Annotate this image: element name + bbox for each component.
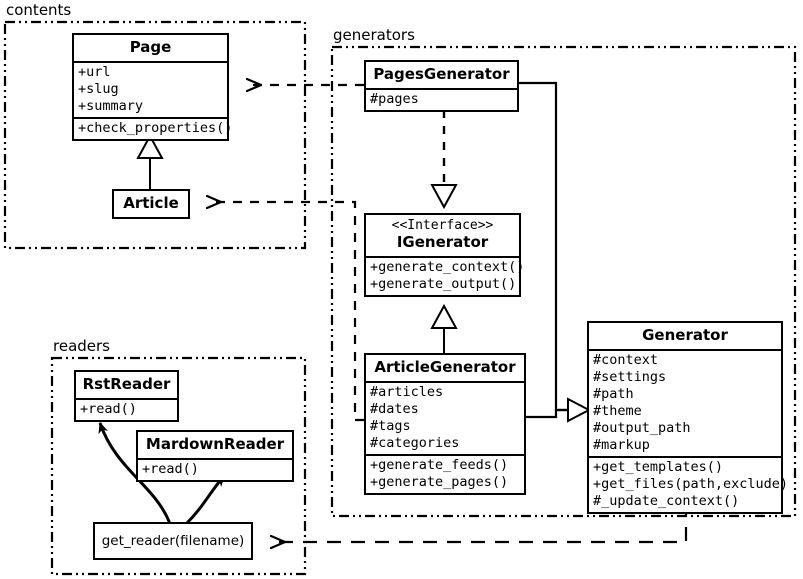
operation-row: +check_properties() bbox=[78, 120, 233, 137]
class-attributes-article-generator: #articles #dates #tags #categories bbox=[366, 381, 524, 454]
package-label-contents: contents bbox=[4, 1, 74, 19]
attribute-row: #context bbox=[593, 352, 659, 369]
generalization-articlegenerator-to-igenerator bbox=[430, 303, 458, 353]
class-stereotype-igenerator: <<Interface>> bbox=[391, 218, 494, 233]
class-name-article-generator: ArticleGenerator bbox=[374, 358, 516, 376]
class-attributes-generator: #context #settings #path #theme #output_… bbox=[589, 349, 781, 456]
class-box-article[interactable]: Article bbox=[112, 189, 190, 220]
attribute-row: #articles bbox=[370, 384, 444, 401]
operation-row: +read() bbox=[80, 401, 137, 418]
class-operations-rst-reader: +read() bbox=[76, 398, 177, 420]
attribute-row: #tags bbox=[370, 418, 411, 435]
class-box-generator[interactable]: Generator #context #settings #path #them… bbox=[587, 321, 789, 515]
function-box-get-reader[interactable]: get_reader(filename) bbox=[93, 522, 253, 560]
class-operations-page: +check_properties() bbox=[74, 117, 233, 139]
attribute-row: +url bbox=[78, 64, 111, 81]
package-label-generators: generators bbox=[331, 26, 417, 44]
attribute-row: #settings bbox=[593, 369, 667, 386]
class-name-markdown-reader: MardownReader bbox=[145, 435, 285, 453]
class-box-rst-reader[interactable]: RstReader +read() bbox=[74, 370, 179, 423]
attribute-row: #theme bbox=[593, 403, 642, 420]
attribute-row: #markup bbox=[593, 437, 650, 454]
class-name-pages-generator: PagesGenerator bbox=[373, 65, 510, 83]
class-operations-igenerator: +generate_context() +generate_output() bbox=[366, 256, 525, 295]
class-operations-markdown-reader: +read() bbox=[138, 458, 292, 480]
attribute-row: +slug bbox=[78, 81, 119, 98]
class-box-markdown-reader[interactable]: MardownReader +read() bbox=[136, 430, 294, 483]
attribute-row: #pages bbox=[370, 91, 419, 108]
attribute-row: +summary bbox=[78, 98, 144, 115]
class-name-article: Article bbox=[123, 194, 179, 212]
attribute-row: #dates bbox=[370, 401, 419, 418]
class-box-pages-generator[interactable]: PagesGenerator #pages bbox=[364, 60, 519, 113]
usage-get-reader-to-markdownreader bbox=[184, 475, 226, 526]
function-label-get-reader: get_reader(filename) bbox=[101, 533, 245, 549]
dependency-articlegenerator-to-article bbox=[208, 202, 364, 422]
package-label-readers: readers bbox=[51, 337, 112, 355]
class-operations-generator: +get_templates() +get_files(path,exclude… bbox=[589, 456, 789, 512]
realization-pagesgenerator-to-igenerator bbox=[430, 110, 458, 210]
class-name-generator: Generator bbox=[642, 326, 728, 344]
class-box-page[interactable]: Page +url +slug +summary +check_properti… bbox=[72, 33, 233, 142]
generalization-pagesgenerator-to-generator bbox=[519, 81, 568, 412]
class-attributes-pages-generator: #pages bbox=[366, 88, 517, 110]
operation-row: +generate_output() bbox=[370, 276, 517, 293]
class-name-page: Page bbox=[129, 38, 172, 56]
class-box-article-generator[interactable]: ArticleGenerator #articles #dates #tags … bbox=[364, 353, 526, 496]
operation-row: +get_templates() bbox=[593, 459, 724, 476]
class-name-text: IGenerator bbox=[396, 232, 489, 251]
attribute-row: #output_path bbox=[593, 420, 691, 437]
operation-row: +get_files(path,exclude) bbox=[593, 476, 789, 493]
operation-row: #_update_context() bbox=[593, 493, 740, 510]
class-name-rst-reader: RstReader bbox=[82, 375, 171, 393]
class-box-igenerator[interactable]: <<Interface>> IGenerator +generate_conte… bbox=[364, 213, 525, 298]
class-operations-article-generator: +generate_feeds() +generate_pages() bbox=[366, 454, 524, 493]
attribute-row: #categories bbox=[370, 435, 460, 452]
attribute-row: #path bbox=[593, 386, 634, 403]
generalization-article-to-page bbox=[136, 133, 164, 190]
operation-row: +generate_context() bbox=[370, 259, 525, 276]
operation-row: +generate_pages() bbox=[370, 474, 509, 491]
class-name-igenerator: <<Interface>> IGenerator bbox=[366, 215, 519, 256]
operation-row: +generate_feeds() bbox=[370, 457, 509, 474]
generalization-articlegenerator-to-generator bbox=[526, 397, 592, 423]
operation-row: +read() bbox=[142, 461, 199, 478]
class-attributes-page: +url +slug +summary bbox=[74, 61, 227, 117]
